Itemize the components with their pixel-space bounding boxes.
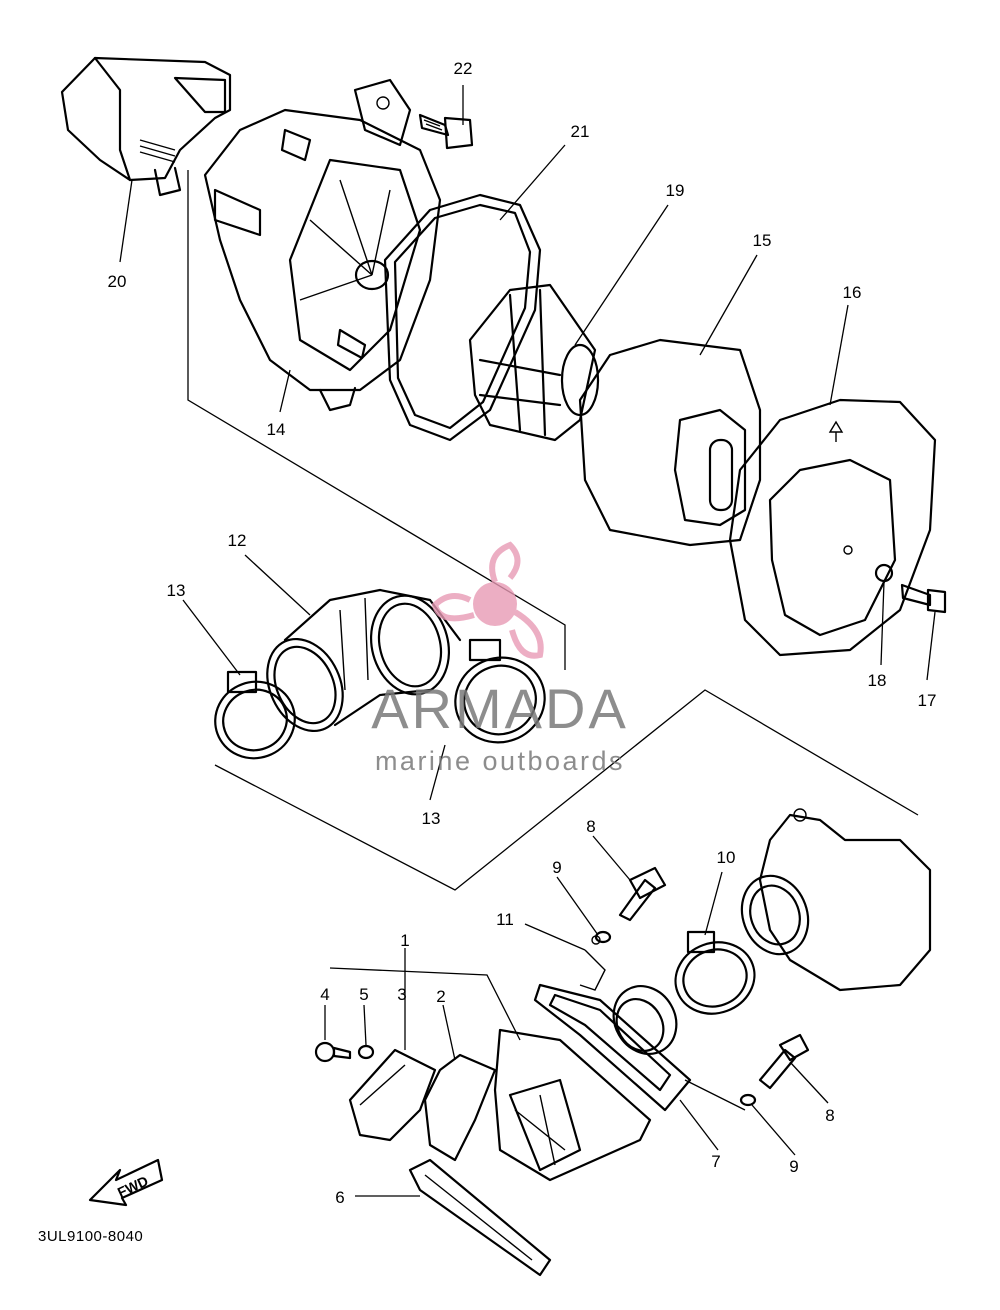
callout-20: 20 [108,272,127,291]
clamp-10 [674,930,756,1015]
watermark-subtitle: marine outboards [375,746,625,776]
reed-stopper-2 [423,1053,497,1162]
callout-13-left: 13 [167,581,186,600]
air-box-case [203,78,442,412]
armada-logo [431,541,544,659]
intake-joint-12 [266,588,462,733]
callout-16: 16 [843,283,862,302]
callout-8-upper: 8 [586,817,595,836]
callout-6: 6 [335,1188,344,1207]
callout-22: 22 [454,59,473,78]
reed-valve-assembly [493,1028,652,1182]
leader-lines [119,85,936,1197]
callout-12: 12 [228,531,247,550]
callout-8-lower: 8 [825,1106,834,1125]
clip-11 [579,935,606,991]
washer-5 [357,1044,375,1060]
callout-19: 19 [666,181,685,200]
clamp-13-left [214,670,296,760]
callout-9-upper: 9 [552,858,561,877]
drawing-code: 3UL9100-8040 [38,1228,144,1245]
callout-18: 18 [868,671,887,690]
fwd-direction-arrow: FWD [88,1158,164,1207]
callout-4: 4 [320,985,329,1004]
screw-17 [900,583,947,614]
manifold-7 [533,983,692,1112]
clamp-13-right [454,638,546,744]
callout-9-lower: 9 [789,1157,798,1176]
callout-1: 1 [400,931,409,950]
throttle-body-housing [740,808,932,992]
armada-watermark: ARMADA marine outboards [371,541,629,776]
filter-cage-19 [468,283,600,442]
reed-plate-3 [348,1048,437,1142]
callout-17: 17 [918,691,937,710]
washer-9-lower [739,1093,757,1107]
callout-3: 3 [397,985,406,1004]
callout-21: 21 [571,122,590,141]
callout-10: 10 [717,848,736,867]
callout-2: 2 [436,987,445,1006]
bolt-8-lower [758,1033,810,1090]
gasket-6 [408,1158,552,1277]
group-brackets [187,170,919,1111]
screw-4 [314,1041,352,1063]
intake-duct [60,56,232,197]
callout-13-right: 13 [422,809,441,828]
gasket-21 [383,193,542,442]
watermark-title: ARMADA [371,677,629,740]
callout-11: 11 [496,910,514,929]
callout-5: 5 [359,985,368,1004]
bolt-8-upper [618,866,667,922]
callout-7: 7 [711,1152,720,1171]
callout-14: 14 [267,420,286,439]
washer-9-upper [594,930,612,944]
screw-22 [418,113,474,150]
callout-labels: 22 21 19 15 16 20 14 12 13 13 18 17 8 9 … [108,59,937,1207]
callout-15: 15 [753,231,772,250]
fwd-label: FWD [115,1173,151,1201]
